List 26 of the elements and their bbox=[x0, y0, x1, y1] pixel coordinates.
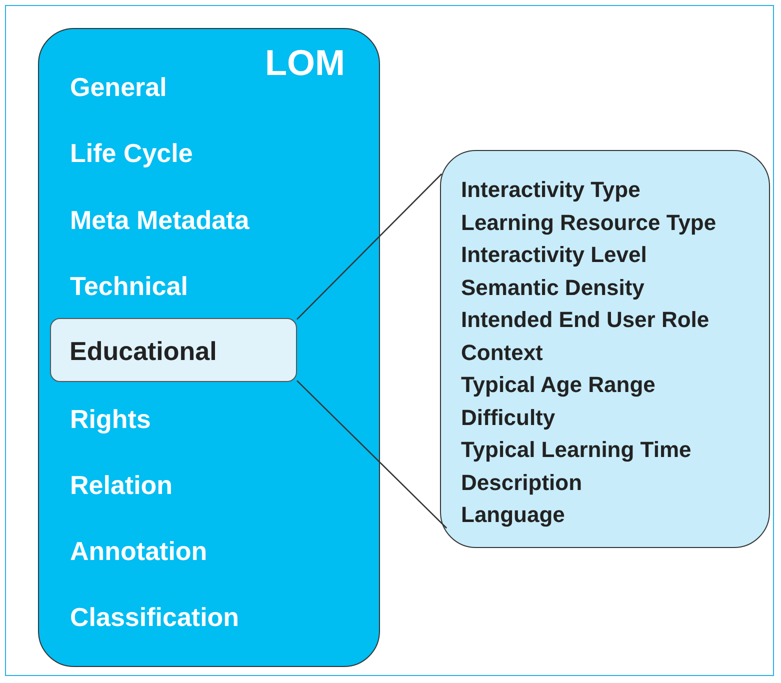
element-label: Interactivity Level bbox=[461, 244, 647, 266]
category-label: Rights bbox=[70, 406, 151, 432]
category-label: Classification bbox=[70, 604, 240, 630]
category-label: Technical bbox=[70, 272, 188, 299]
category-label: Meta Metadata bbox=[70, 206, 250, 233]
element-label: Difficulty bbox=[461, 406, 556, 428]
element-label: Semantic Density bbox=[461, 276, 644, 298]
category-label: Life Cycle bbox=[70, 140, 193, 166]
panel-title: LOM bbox=[265, 45, 345, 81]
element-label: Intended End User Role bbox=[461, 309, 710, 331]
category-label: Educational bbox=[70, 338, 217, 364]
element-label: Context bbox=[461, 342, 543, 364]
callout-line bbox=[296, 173, 442, 320]
element-label: Language bbox=[461, 504, 565, 526]
lom-panel bbox=[38, 28, 380, 667]
detail-panel bbox=[440, 150, 770, 548]
element-label: Typical Age Range bbox=[461, 374, 656, 396]
category-label: Relation bbox=[70, 472, 173, 498]
category-label: Annotation bbox=[70, 538, 208, 564]
element-label: Typical Learning Time bbox=[461, 439, 692, 461]
element-label: Learning Resource Type bbox=[461, 212, 716, 234]
element-label: Description bbox=[461, 472, 582, 494]
callout-line bbox=[296, 380, 448, 529]
element-label: Interactivity Type bbox=[461, 179, 640, 201]
category-label: General bbox=[70, 74, 167, 100]
category-box bbox=[50, 318, 296, 382]
